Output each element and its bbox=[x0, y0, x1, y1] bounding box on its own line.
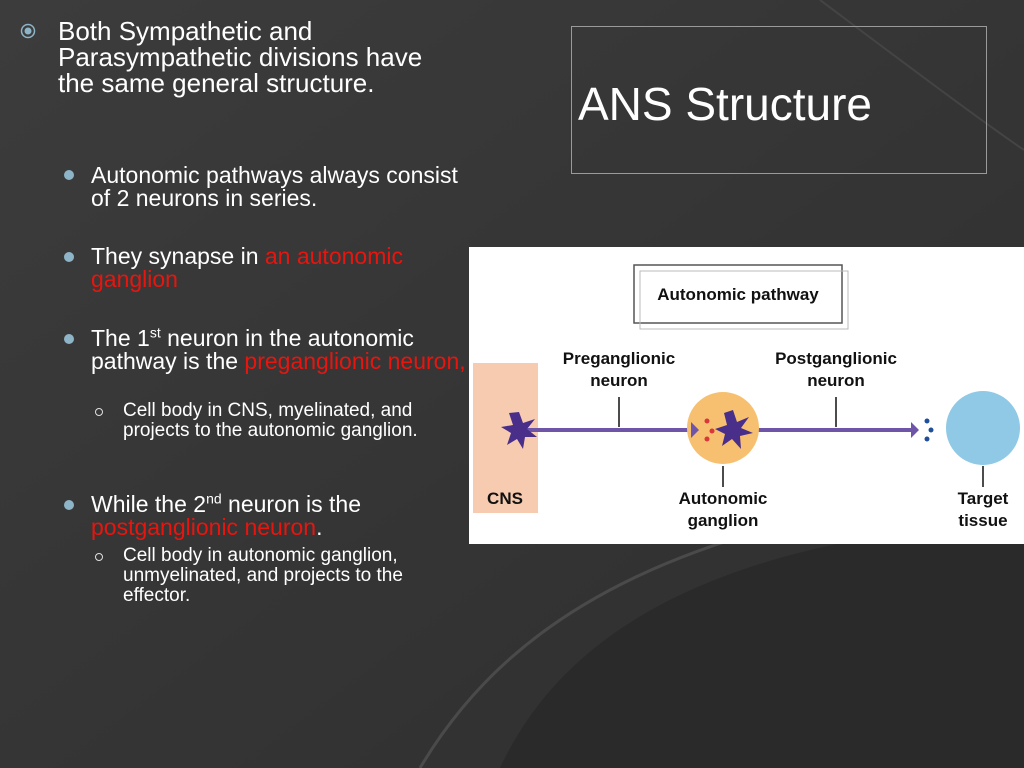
bullet-dot-icon bbox=[64, 170, 74, 180]
ganglion-label-line1: Autonomic bbox=[679, 489, 768, 508]
cns-label: CNS bbox=[487, 489, 523, 508]
bullet-dot-icon bbox=[64, 252, 74, 262]
ring-bullet-icon bbox=[95, 408, 103, 416]
synapse-terminal-2 bbox=[911, 422, 919, 438]
preganglionic-soma-icon bbox=[501, 412, 537, 449]
target-label-line1: Target bbox=[958, 489, 1009, 508]
vesicle-red bbox=[709, 428, 715, 434]
pathway-figure: Autonomic pathway CNS Preganglionic neur… bbox=[473, 264, 1020, 530]
bullet-dot-icon bbox=[64, 334, 74, 344]
vesicle-blue bbox=[924, 418, 930, 424]
target-tissue-cell bbox=[946, 391, 1020, 465]
slide-title: ANS Structure bbox=[578, 78, 872, 130]
vesicle-blue bbox=[924, 436, 930, 442]
highlight-text: preganglionic neuron, bbox=[244, 348, 466, 374]
main-bullet: Both Sympathetic and Parasympathetic div… bbox=[58, 16, 423, 98]
bullet-item: The 1st neuron in the autonomic pathway … bbox=[91, 324, 466, 374]
header-label: Autonomic pathway bbox=[657, 285, 819, 304]
circle-bullet-icon bbox=[20, 23, 36, 39]
highlight-text: an autonomic ganglion bbox=[91, 243, 403, 292]
preganglionic-label-line1: Preganglionic bbox=[563, 349, 675, 368]
cns-block bbox=[473, 363, 538, 513]
header-box bbox=[633, 264, 843, 324]
postganglionic-soma-icon bbox=[715, 410, 753, 449]
target-label-line2: tissue bbox=[958, 511, 1007, 530]
bullet-item: They synapse in an autonomic ganglion bbox=[91, 243, 403, 292]
bullet-item: Autonomic pathways always consist of 2 n… bbox=[91, 162, 458, 211]
highlight-text: postganglionic neuron bbox=[91, 514, 317, 540]
title-box: ANS Structure bbox=[571, 26, 987, 174]
vesicle-blue bbox=[928, 427, 934, 433]
vesicle-red bbox=[704, 418, 710, 424]
preganglionic-label-line2: neuron bbox=[590, 371, 648, 390]
ganglion-label-line2: ganglion bbox=[688, 511, 759, 530]
bullet-dot-icon bbox=[64, 500, 74, 510]
bullet-item: While the 2nd neuron is the postganglion… bbox=[91, 490, 362, 540]
sub-bullet: Cell body in CNS, myelinated, and projec… bbox=[123, 400, 418, 441]
postganglionic-label-line1: Postganglionic bbox=[775, 349, 897, 368]
ring-bullet-icon bbox=[95, 553, 103, 561]
postganglionic-label-line2: neuron bbox=[807, 371, 865, 390]
sub-bullet: Cell body in autonomic ganglion, unmyeli… bbox=[123, 545, 403, 606]
vesicle-red bbox=[704, 436, 710, 442]
synapse-terminal-1 bbox=[691, 422, 699, 438]
autonomic-pathway-diagram: Autonomic pathway CNS Preganglionic neur… bbox=[469, 247, 1024, 544]
header-box-shadow bbox=[639, 270, 849, 330]
